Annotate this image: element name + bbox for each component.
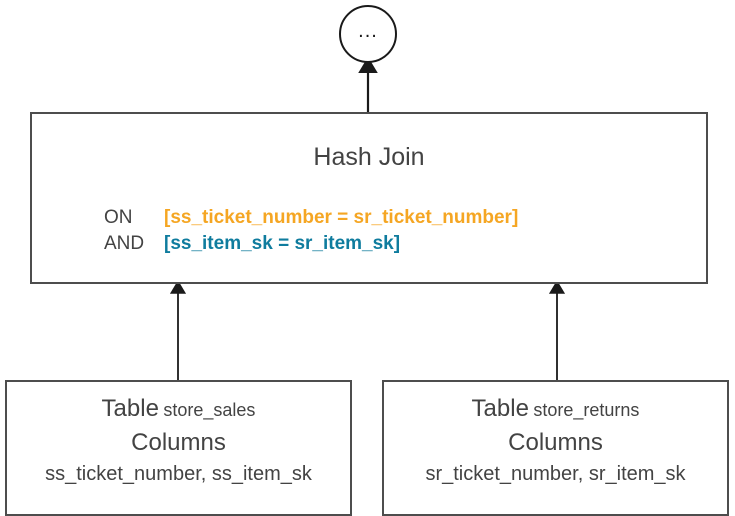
scan-table-label: Table bbox=[101, 395, 159, 422]
scan-table-line: Table store_returns bbox=[384, 394, 727, 427]
continuation-node[interactable]: ... bbox=[339, 5, 397, 63]
ellipsis-icon: ... bbox=[358, 20, 378, 42]
scan-table-name: store_returns bbox=[533, 400, 640, 420]
scan-table-label: Table bbox=[471, 395, 529, 422]
hash-join-node[interactable]: Hash Join ON [ss_ticket_number = sr_tick… bbox=[30, 112, 708, 284]
predicate-keyword-and: AND bbox=[104, 233, 145, 254]
scan-table-line: Table store_sales bbox=[7, 394, 350, 427]
join-predicate-row: AND [ss_item_sk = sr_item_sk] bbox=[104, 231, 706, 257]
scan-columns-list: ss_ticket_number, ss_item_sk bbox=[45, 463, 312, 485]
predicate-keyword-on: ON bbox=[104, 207, 133, 228]
scan-columns-label: Columns bbox=[131, 429, 226, 456]
table-scan-node-store-sales[interactable]: Table store_sales Columns ss_ticket_numb… bbox=[5, 380, 352, 516]
scan-content: Table store_sales Columns ss_ticket_numb… bbox=[7, 382, 350, 489]
scan-columns-list: sr_ticket_number, sr_item_sk bbox=[425, 463, 686, 485]
hash-join-title: Hash Join bbox=[313, 143, 425, 171]
predicate-expression-item-sk: [ss_item_sk = sr_item_sk] bbox=[164, 233, 401, 254]
scan-table-name: store_sales bbox=[163, 400, 256, 420]
scan-columns-label: Columns bbox=[508, 429, 603, 456]
scan-content: Table store_returns Columns sr_ticket_nu… bbox=[384, 382, 727, 489]
table-scan-node-store-returns[interactable]: Table store_returns Columns sr_ticket_nu… bbox=[382, 380, 729, 516]
predicate-expression-ticket-number: [ss_ticket_number = sr_ticket_number] bbox=[164, 207, 519, 228]
join-predicate-row: ON [ss_ticket_number = sr_ticket_number] bbox=[104, 205, 706, 231]
join-predicate-list: ON [ss_ticket_number = sr_ticket_number]… bbox=[32, 205, 706, 257]
